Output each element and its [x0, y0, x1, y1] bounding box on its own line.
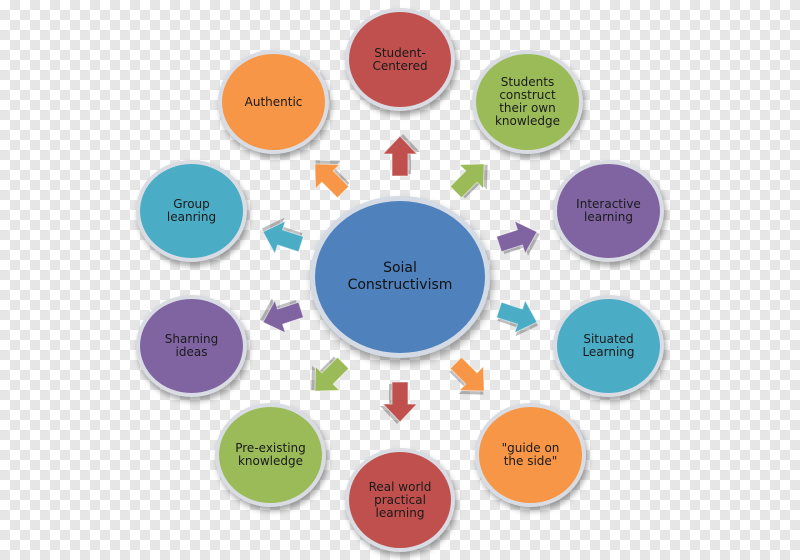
arrow-to-group-learning	[262, 217, 305, 255]
arrow-to-interactive-learning	[495, 220, 540, 256]
arrow-to-student-centered	[381, 134, 420, 177]
arrow-to-pre-existing	[311, 356, 350, 392]
arrow-shape	[495, 220, 538, 255]
arrow-shape	[381, 135, 419, 177]
arrow-to-students-construct	[449, 163, 488, 199]
arrow-to-sharing-ideas	[260, 298, 305, 334]
arrow-shape	[449, 163, 485, 199]
arrow-shape	[449, 356, 485, 392]
arrow-shape	[262, 299, 305, 334]
arrow-to-real-world	[380, 381, 419, 424]
arrow-shape	[495, 299, 538, 334]
arrow-shape	[314, 163, 350, 199]
node-authentic: Authentic	[218, 50, 329, 154]
node-pre-existing-knowledge: Pre-existing knowledge	[215, 403, 326, 507]
arrow-to-situated-learning	[495, 299, 538, 337]
node-student-centered: Student- Centered	[345, 8, 455, 111]
center-node-social-constructivism: Soial Constructivism	[310, 196, 490, 358]
node-students-construct: Students construct their own knowledge	[472, 50, 583, 154]
node-guide-on-the-side: "guide on the side"	[475, 403, 586, 507]
arrow-to-guide-on-the-side	[449, 356, 485, 395]
arrow-shape	[262, 220, 305, 255]
node-sharing-ideas: Sharning ideas	[136, 295, 247, 397]
node-interactive-learning: Interactive learning	[553, 160, 664, 262]
arrow-shape	[314, 356, 350, 392]
node-situated-learning: Situated Learning	[553, 295, 664, 397]
arrow-shape	[381, 381, 419, 423]
node-real-world-learning: Real world practical learning	[345, 448, 455, 552]
node-group-learning: Group leanring	[136, 160, 247, 262]
arrow-to-authentic	[314, 160, 350, 199]
